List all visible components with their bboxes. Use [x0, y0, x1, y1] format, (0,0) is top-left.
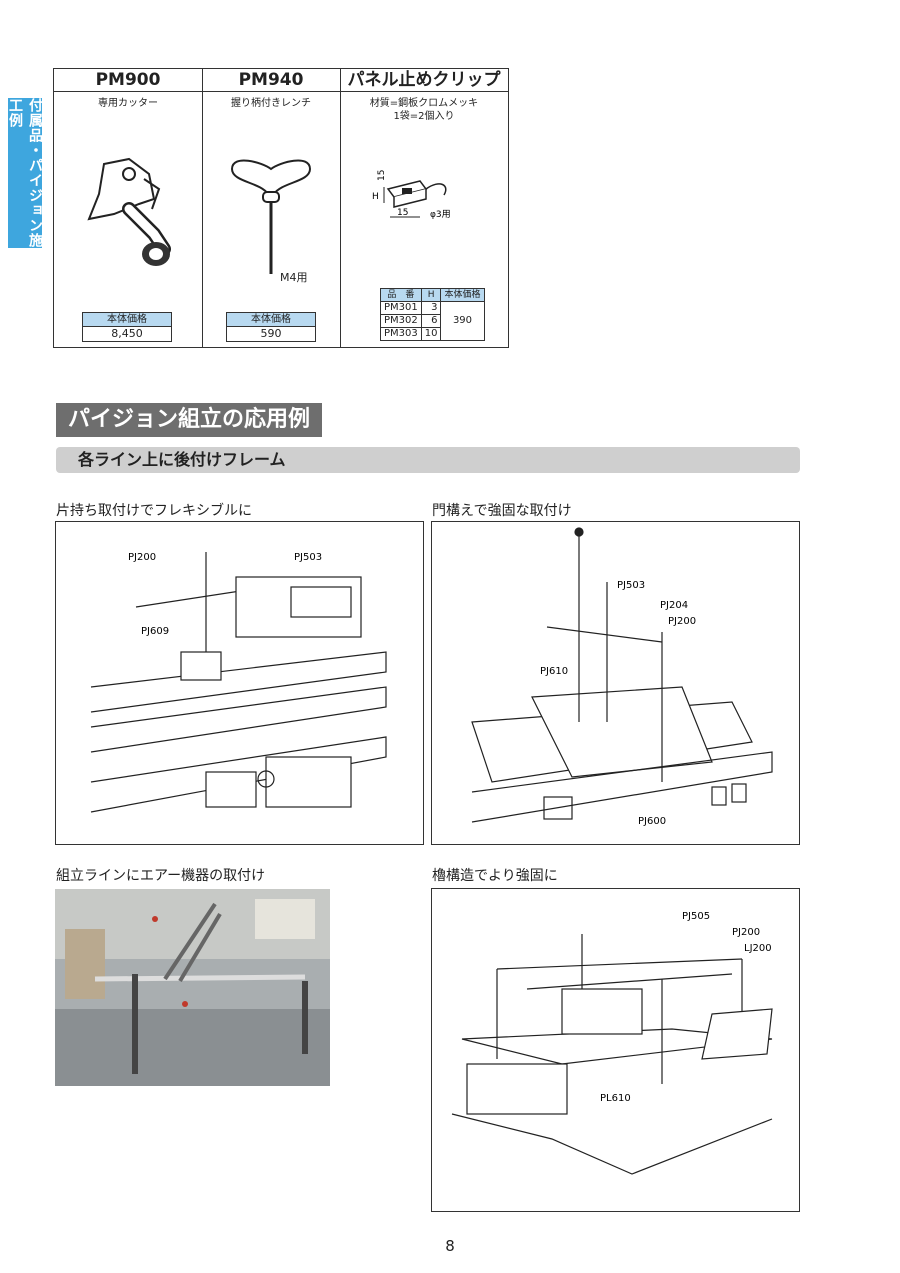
- example-caption: 組立ラインにエアー機器の取付け: [56, 868, 266, 884]
- product-desc: 握り柄付きレンチ: [231, 98, 311, 109]
- accessory-table: PM900 専用カッター 本体価格 8,450 PM940 握り柄付きレンチ M…: [53, 68, 509, 348]
- th-model: 品 番: [380, 288, 422, 302]
- cell-model: PM303: [380, 327, 422, 341]
- cell-price: 390: [440, 301, 485, 341]
- price-value: 590: [260, 327, 282, 340]
- part-label-pj204: PJ204: [660, 600, 688, 611]
- part-label-pl610: PL610: [600, 1093, 631, 1104]
- cell-h: 10: [420, 327, 442, 341]
- part-label-lj200: LJ200: [744, 943, 772, 954]
- cell-model: PM301: [380, 301, 422, 315]
- page-number: 8: [445, 1237, 455, 1255]
- dim-h-label: H: [372, 192, 379, 202]
- part-label-pj200: PJ200: [128, 552, 156, 563]
- side-category-tab: 付属品・パイジョン施工例: [7, 98, 43, 248]
- price-label: 本体価格: [227, 313, 315, 327]
- example-figure-cantilever: PJ200 PJ503 PJ609: [55, 521, 424, 845]
- clip-illustration: H 15 15 φ3用: [372, 170, 451, 220]
- product-col-clip: パネル止めクリップ 材質=鋼板クロムメッキ 1袋=2個入り H 15 15 φ3…: [340, 69, 509, 347]
- example-caption: 片持ち取付けでフレキシブルに: [56, 503, 252, 519]
- wrench-illustration: [230, 159, 312, 274]
- example-figure-tower: PJ505 PJ200 LJ200 PL610: [431, 888, 800, 1212]
- photo-rendering: [55, 889, 330, 1086]
- dim-15-v: 15: [377, 170, 387, 181]
- cutter-illustration: [87, 157, 171, 266]
- cell-h: 3: [420, 301, 442, 315]
- price-box: 本体価格 590: [226, 312, 316, 342]
- gate-drawing: PJ503 PJ204 PJ200 PJ610 PJ600: [471, 527, 773, 827]
- part-label-pj200: PJ200: [732, 927, 760, 938]
- dim-15-h: 15: [397, 208, 408, 218]
- part-label-pj610: PJ610: [540, 666, 568, 677]
- part-label-pj600: PJ600: [638, 816, 666, 827]
- product-col-pm900: PM900 専用カッター 本体価格 8,450: [54, 69, 203, 347]
- product-desc: 材質=鋼板クロムメッキ: [369, 98, 479, 109]
- assembly-line-photo: [55, 889, 330, 1086]
- th-h: H: [420, 288, 442, 302]
- part-label-pj200: PJ200: [668, 616, 696, 627]
- section-title: パイジョン組立の応用例: [56, 403, 323, 437]
- price-value: 8,450: [111, 327, 143, 340]
- wrench-size-note: M4用: [280, 271, 308, 284]
- price-label: 本体価格: [83, 313, 171, 327]
- product-model: PM940: [202, 69, 340, 92]
- product-col-pm940: PM940 握り柄付きレンチ M4用 本体価格 590: [202, 69, 341, 347]
- part-label-pj609: PJ609: [141, 626, 169, 637]
- part-label-pj503: PJ503: [294, 552, 322, 563]
- example-figure-gate: PJ503 PJ204 PJ200 PJ610 PJ600: [431, 521, 800, 845]
- clip-variant-table: 品 番 H 本体価格 PM301 3 390 PM302 6 PM303 10: [380, 288, 485, 341]
- product-desc: 専用カッター: [98, 98, 158, 109]
- cell-h: 6: [420, 314, 442, 328]
- example-caption: 門構えで強固な取付け: [432, 503, 572, 519]
- part-label-pj505: PJ505: [682, 911, 710, 922]
- sub-title-bar: 各ライン上に後付けフレーム: [56, 447, 800, 473]
- cantilever-drawing: PJ200 PJ503 PJ609: [90, 552, 387, 813]
- price-box: 本体価格 8,450: [82, 312, 172, 342]
- example-caption: 櫓構造でより強固に: [432, 868, 558, 884]
- th-price: 本体価格: [440, 288, 485, 302]
- product-model: PM900: [54, 69, 202, 92]
- cell-model: PM302: [380, 314, 422, 328]
- part-label-pj503: PJ503: [617, 580, 645, 591]
- tower-drawing: PJ505 PJ200 LJ200 PL610: [451, 911, 773, 1175]
- product-desc-2: 1袋=2個入り: [393, 111, 455, 122]
- product-model: パネル止めクリップ: [340, 69, 508, 92]
- dim-hole: φ3用: [430, 209, 451, 220]
